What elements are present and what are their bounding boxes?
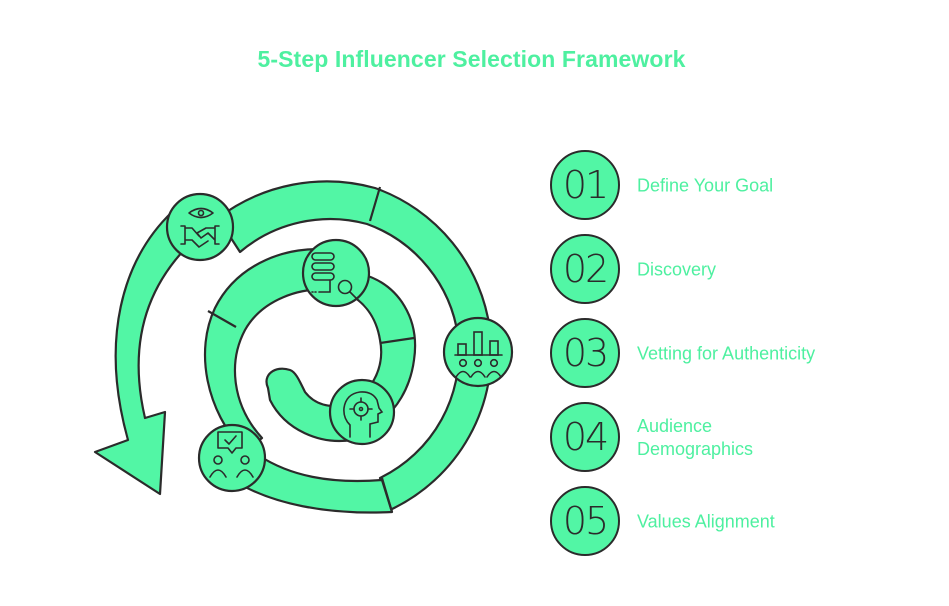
step-number-badge: 01 <box>550 150 620 220</box>
step-item-3: 03 Vetting for Authenticity <box>550 318 930 390</box>
bottom-inner-arc <box>228 453 394 514</box>
step-item-4: 04 Audience Demographics <box>550 402 930 474</box>
node-step-4 <box>197 423 267 493</box>
target-head-icon <box>343 391 384 438</box>
step-number-badge: 02 <box>550 234 620 304</box>
step-item-2: 02 Discovery <box>550 234 930 306</box>
approval-chat-people-icon <box>209 431 254 478</box>
step-label-multiline: Audience Demographics <box>637 415 753 461</box>
step-label: Discovery <box>637 259 717 280</box>
step-label: Vetting for Authenticity <box>637 343 816 364</box>
step-label: Define Your Goal <box>637 175 774 196</box>
node-step-5 <box>165 192 235 262</box>
step-label-line-1: Audience <box>637 416 713 436</box>
node-step-3 <box>442 316 514 388</box>
center-hook <box>265 367 354 442</box>
step-label: Values Alignment <box>637 511 775 532</box>
eye-handshake-icon <box>180 207 220 248</box>
step-item-1: 01 Define Your Goal <box>550 150 930 222</box>
audience-chart-icon <box>454 331 503 378</box>
page-title: 5-Step Influencer Selection Framework <box>257 46 686 72</box>
step-number-badge: 05 <box>550 486 620 556</box>
step-number-badge: 04 <box>550 402 620 472</box>
database-search-icon <box>311 252 357 299</box>
step-number-badge: 03 <box>550 318 620 388</box>
node-step-2 <box>301 238 371 308</box>
step-item-5: 05 Values Alignment <box>550 486 930 558</box>
step-label-line-2: Demographics <box>637 439 754 459</box>
node-step-1 <box>328 378 396 446</box>
